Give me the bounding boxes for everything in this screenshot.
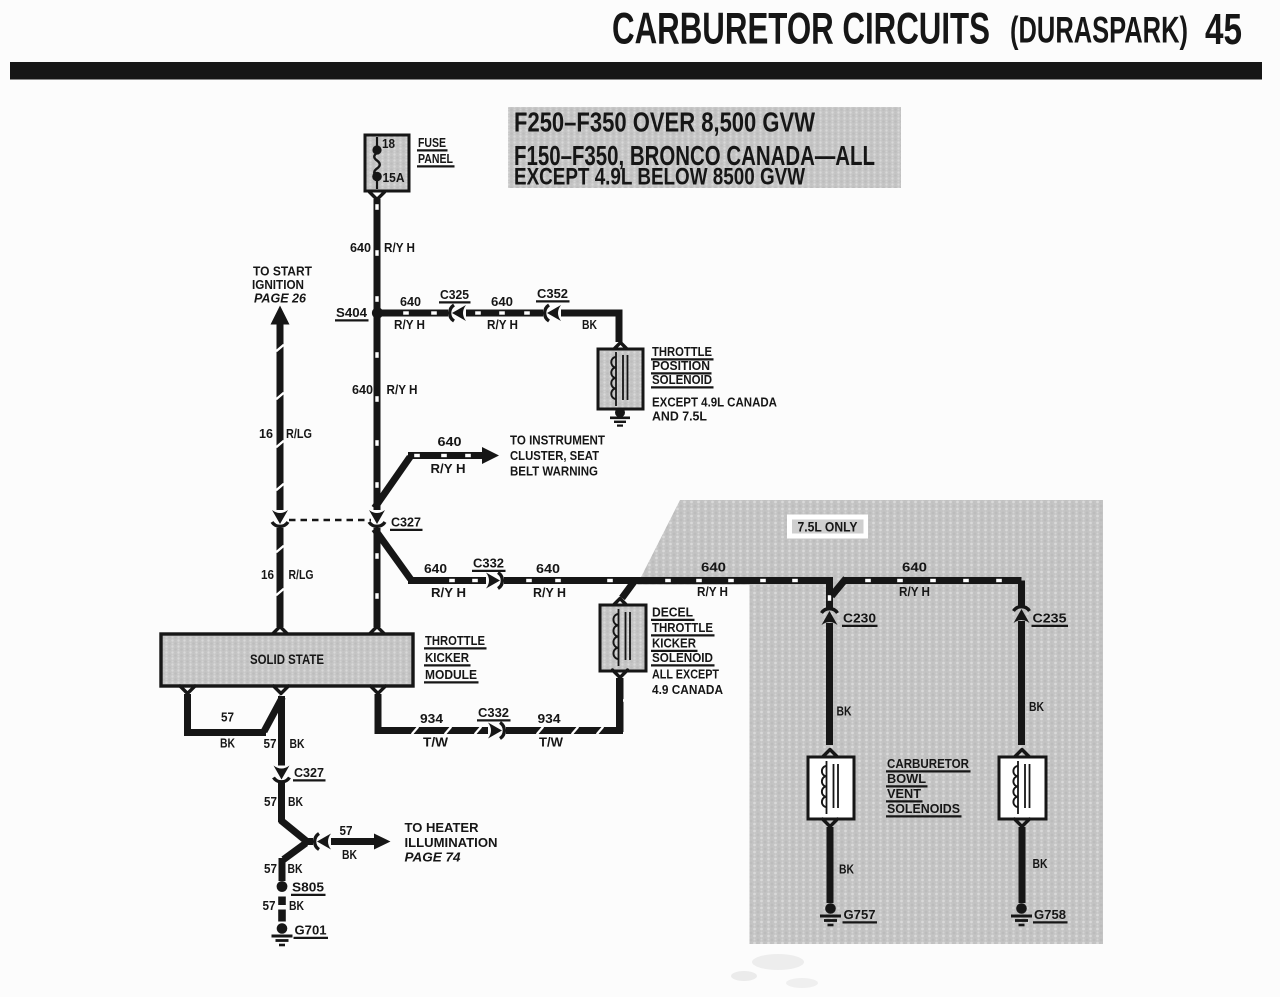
svg-text:BK: BK bbox=[288, 862, 303, 876]
svg-text:KICKER: KICKER bbox=[425, 651, 469, 665]
svg-text:SOLENOIDS: SOLENOIDS bbox=[887, 802, 960, 816]
svg-text:BK: BK bbox=[220, 737, 235, 751]
svg-text:C332: C332 bbox=[473, 557, 504, 571]
svg-text:R/Y H: R/Y H bbox=[431, 462, 466, 476]
svg-text:BK: BK bbox=[1029, 700, 1044, 714]
svg-text:CLUSTER, SEAT: CLUSTER, SEAT bbox=[510, 449, 599, 463]
svg-text:C352: C352 bbox=[537, 287, 568, 301]
svg-text:18: 18 bbox=[382, 137, 395, 151]
svg-text:R/Y H: R/Y H bbox=[394, 318, 425, 332]
svg-text:C332: C332 bbox=[478, 706, 509, 720]
svg-text:MODULE: MODULE bbox=[425, 668, 477, 682]
svg-text:BK: BK bbox=[1033, 857, 1048, 871]
svg-text:640: 640 bbox=[400, 295, 421, 309]
svg-text:KICKER: KICKER bbox=[652, 637, 696, 651]
svg-text:AND 7.5L: AND 7.5L bbox=[652, 410, 707, 424]
svg-text:S404: S404 bbox=[336, 306, 367, 320]
svg-text:15A: 15A bbox=[383, 171, 405, 185]
svg-text:VENT: VENT bbox=[887, 787, 921, 801]
svg-text:S805: S805 bbox=[292, 881, 324, 895]
svg-text:R/LG: R/LG bbox=[286, 427, 312, 441]
svg-text:640: 640 bbox=[352, 383, 373, 397]
svg-text:R/LG: R/LG bbox=[289, 568, 314, 582]
svg-text:640: 640 bbox=[536, 562, 560, 576]
svg-text:C327: C327 bbox=[391, 516, 421, 530]
svg-text:R/Y H: R/Y H bbox=[697, 585, 728, 599]
svg-text:G757: G757 bbox=[844, 908, 876, 922]
svg-text:CARBURETOR CIRCUITS: CARBURETOR CIRCUITS bbox=[612, 5, 990, 54]
svg-text:EXCEPT 4.9L BELOW 8500 GVW: EXCEPT 4.9L BELOW 8500 GVW bbox=[514, 164, 805, 191]
svg-text:BK: BK bbox=[290, 737, 305, 751]
svg-text:SOLENOID: SOLENOID bbox=[652, 373, 712, 387]
svg-text:R/Y H: R/Y H bbox=[533, 586, 566, 600]
svg-text:57: 57 bbox=[264, 795, 277, 809]
svg-text:C325: C325 bbox=[440, 288, 469, 302]
svg-text:57: 57 bbox=[221, 711, 234, 725]
svg-text:THROTTLE: THROTTLE bbox=[425, 634, 485, 648]
svg-text:57: 57 bbox=[263, 899, 276, 913]
svg-text:C327: C327 bbox=[294, 766, 324, 780]
svg-text:934: 934 bbox=[420, 712, 443, 726]
svg-text:TO INSTRUMENT: TO INSTRUMENT bbox=[510, 434, 605, 448]
svg-text:45: 45 bbox=[1205, 5, 1242, 54]
svg-text:4.9 CANADA: 4.9 CANADA bbox=[652, 683, 723, 697]
svg-text:TO START: TO START bbox=[253, 265, 312, 279]
svg-text:THROTTLE: THROTTLE bbox=[652, 345, 712, 359]
svg-text:BK: BK bbox=[289, 899, 304, 913]
svg-text:R/Y H: R/Y H bbox=[487, 318, 518, 332]
svg-text:F150–F350, BRONCO CANADA—ALL: F150–F350, BRONCO CANADA—ALL bbox=[514, 140, 875, 171]
svg-text:PAGE 26: PAGE 26 bbox=[254, 292, 307, 306]
svg-text:TO HEATER: TO HEATER bbox=[405, 821, 479, 835]
svg-text:THROTTLE: THROTTLE bbox=[652, 621, 713, 635]
svg-text:CARBURETOR: CARBURETOR bbox=[887, 757, 969, 771]
svg-text:BOWL: BOWL bbox=[887, 772, 926, 786]
svg-text:R/Y H: R/Y H bbox=[384, 241, 415, 255]
svg-text:PANEL: PANEL bbox=[418, 152, 453, 166]
svg-text:BK: BK bbox=[288, 795, 303, 809]
svg-text:640: 640 bbox=[491, 295, 513, 309]
svg-text:16: 16 bbox=[261, 568, 274, 582]
svg-text:BK: BK bbox=[342, 848, 357, 862]
svg-text:BK: BK bbox=[582, 318, 597, 332]
svg-text:T/W: T/W bbox=[423, 736, 448, 750]
svg-text:640: 640 bbox=[424, 562, 447, 576]
svg-text:R/Y H: R/Y H bbox=[431, 586, 466, 600]
svg-text:57: 57 bbox=[340, 824, 353, 838]
svg-text:640: 640 bbox=[902, 561, 927, 575]
svg-text:934: 934 bbox=[538, 712, 561, 726]
svg-text:7.5L ONLY: 7.5L ONLY bbox=[798, 519, 859, 535]
svg-text:640: 640 bbox=[350, 241, 371, 255]
svg-text:BELT WARNING: BELT WARNING bbox=[510, 465, 598, 479]
svg-text:T/W: T/W bbox=[539, 736, 563, 750]
svg-text:R/Y H: R/Y H bbox=[899, 585, 930, 599]
svg-text:SOLENOID: SOLENOID bbox=[652, 651, 713, 665]
svg-text:G758: G758 bbox=[1034, 908, 1066, 922]
svg-text:DECEL: DECEL bbox=[652, 606, 693, 620]
svg-text:R/Y H: R/Y H bbox=[387, 383, 418, 397]
svg-text:SOLID STATE: SOLID STATE bbox=[250, 652, 324, 667]
svg-text:640: 640 bbox=[701, 561, 726, 575]
svg-text:(DURASPARK): (DURASPARK) bbox=[1010, 9, 1188, 51]
svg-text:57: 57 bbox=[264, 862, 277, 876]
svg-text:C230: C230 bbox=[843, 612, 876, 626]
svg-text:IGNITION: IGNITION bbox=[252, 278, 304, 292]
svg-text:ILLUMINATION: ILLUMINATION bbox=[405, 836, 498, 850]
svg-text:PAGE 74: PAGE 74 bbox=[405, 851, 461, 865]
svg-text:BK: BK bbox=[837, 705, 852, 719]
svg-text:G701: G701 bbox=[295, 924, 327, 938]
svg-text:ALL EXCEPT: ALL EXCEPT bbox=[652, 668, 719, 682]
svg-text:16: 16 bbox=[259, 427, 273, 441]
svg-text:EXCEPT 4.9L CANADA: EXCEPT 4.9L CANADA bbox=[652, 396, 777, 410]
svg-text:POSITION: POSITION bbox=[652, 359, 710, 373]
svg-text:57: 57 bbox=[264, 737, 277, 751]
svg-text:640: 640 bbox=[438, 435, 462, 449]
svg-text:F250–F350 OVER 8,500 GVW: F250–F350 OVER 8,500 GVW bbox=[514, 107, 815, 138]
svg-text:FUSE: FUSE bbox=[418, 136, 446, 150]
svg-text:C235: C235 bbox=[1033, 612, 1067, 626]
svg-text:BK: BK bbox=[839, 863, 854, 877]
